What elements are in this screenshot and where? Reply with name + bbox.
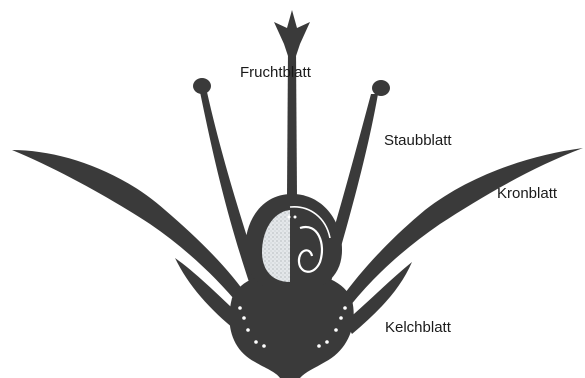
right-stamen-anther: [372, 80, 390, 96]
ovary: [245, 194, 342, 292]
label-kelchblatt: Kelchblatt: [385, 320, 451, 335]
label-fruchtblatt: Fruchtblatt: [240, 65, 311, 80]
left-stamen-anther: [193, 78, 211, 94]
right-petal: [340, 148, 583, 306]
left-petal: [12, 150, 250, 306]
stigma: [274, 10, 310, 56]
label-kronblatt: Kronblatt: [497, 186, 557, 201]
label-staubblatt: Staubblatt: [384, 133, 452, 148]
